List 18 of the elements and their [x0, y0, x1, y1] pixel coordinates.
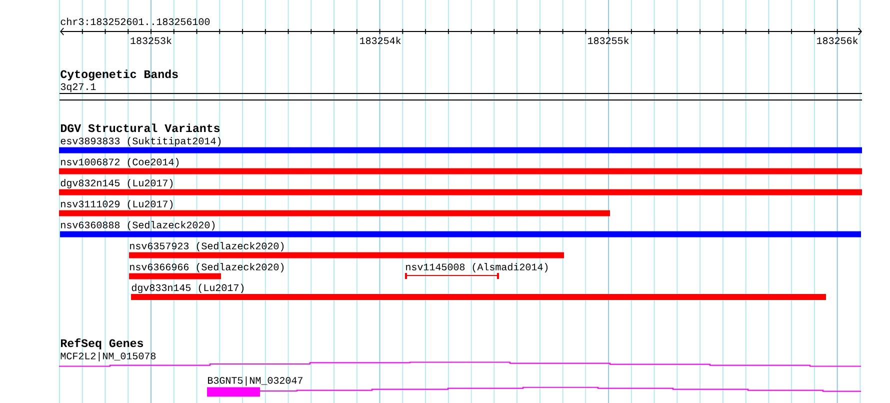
track-title: DGV Structural Variants — [60, 124, 220, 132]
tick-label: 183253k — [130, 36, 172, 44]
variant-label: nsv3111029 (Lu2017) — [61, 200, 173, 210]
tick-label: 183255k — [588, 36, 629, 44]
band-label: 3q27.1 — [60, 83, 96, 92]
location-label: chr3:183252601..183256100 — [60, 18, 210, 26]
variant-label: esv3893833 (Suktitipat2014) — [60, 137, 221, 146]
tick-label: 183256k — [817, 36, 858, 44]
variant-label: nsv1145008 (Alsmadi2014) — [406, 263, 548, 272]
variant-label: nsv6357923 (Sedlazeck2020) — [130, 242, 284, 252]
variant-label: nsv6366966 (Sedlazeck2020) — [130, 263, 284, 272]
variant-label: dgv833n145 (Lu2017) — [132, 284, 244, 294]
variant-label: nsv6360888 (Sedlazeck2020) — [61, 221, 215, 230]
variant-label: dgv832n145 (Lu2017) — [60, 179, 173, 188]
variant-label: nsv1006872 (Coe2014) — [61, 158, 179, 168]
gene-label: MCF2L2|NM_015078 — [60, 352, 156, 362]
gene-label: B3GNT5|NM_032047 — [208, 376, 302, 386]
tick-label: 183254k — [360, 36, 401, 44]
